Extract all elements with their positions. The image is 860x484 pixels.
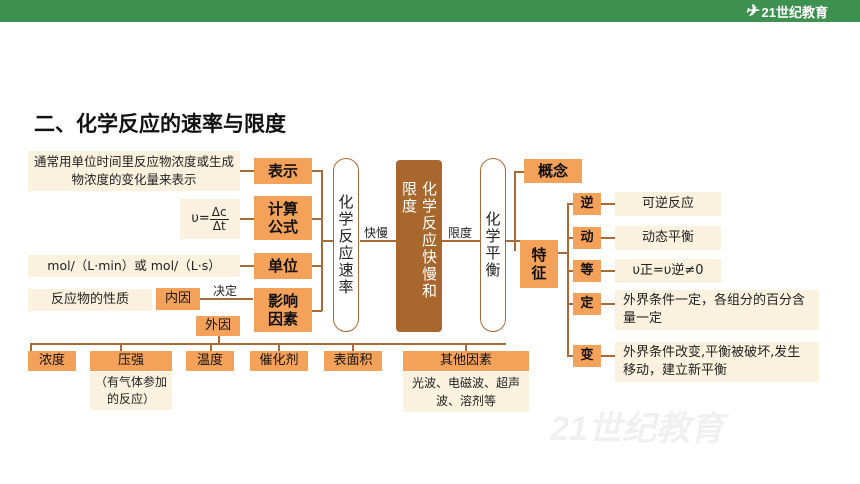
connector [30, 343, 506, 345]
connector [601, 203, 615, 205]
unit-text: mol/（L·min）或 mol/（L·s） [28, 255, 240, 277]
label-concept: 概念 [524, 159, 582, 183]
feature-dong-desc: 动态平衡 [615, 226, 721, 250]
connector [465, 343, 467, 351]
rate-node-text: 化学反应速率 [336, 194, 355, 296]
factor-pressure: 压强 [90, 351, 172, 371]
connector [567, 270, 573, 272]
connector [558, 252, 568, 254]
center-node-text: 化学反应快慢和限度 [400, 181, 438, 300]
connector [120, 343, 122, 351]
connector [312, 170, 322, 172]
factor-pressure-note: （有气体参加的反应） [90, 372, 172, 410]
connector [601, 270, 615, 272]
arrow-left [360, 240, 396, 242]
definition-text: 通常用单位时间里反应物浓度或生成物浓度的变化量来表示 [28, 151, 240, 191]
equilibrium-node-text: 化学平衡 [483, 211, 502, 279]
feature-bian: 变 [573, 345, 601, 367]
watermark-logo-icon: 21世纪教育 [549, 410, 729, 448]
connector [601, 355, 615, 357]
arrow-label-right: 限度 [448, 226, 473, 240]
arrow-label-left: 快慢 [364, 226, 389, 240]
feature-ding-desc: 外界条件一定，各组分的百分含量一定 [615, 290, 819, 330]
connector [506, 240, 520, 242]
connector [567, 303, 573, 305]
feature-deng: 等 [573, 260, 601, 282]
connector [240, 170, 254, 172]
connector [567, 203, 573, 205]
formula-denominator: Δt [212, 218, 226, 233]
feature-bian-desc: 外界条件改变,平衡被破坏,发生移动，建立新平衡 [615, 342, 819, 382]
label-unit: 单位 [254, 253, 312, 279]
factor-surface-area: 表面积 [324, 351, 382, 371]
formula-fraction: Δc Δt [209, 204, 229, 233]
connector [567, 203, 569, 355]
connector [567, 355, 573, 357]
label-biaoshi: 表示 [254, 158, 312, 184]
logo-text: 21世纪教育 [761, 4, 828, 20]
connector [278, 343, 280, 351]
arrow-right [442, 240, 480, 242]
center-node: 化学反应快慢和限度 [396, 160, 442, 332]
top-bar: ✈ 21世纪教育 [0, 0, 860, 22]
connector [514, 171, 516, 251]
factor-concentration: 浓度 [28, 351, 76, 371]
equilibrium-node: 化学平衡 [480, 158, 506, 332]
factor-catalyst: 催化剂 [250, 351, 308, 371]
connector [567, 237, 573, 239]
feature-dong: 动 [573, 227, 601, 249]
connector [30, 343, 32, 351]
label-feature: 特征 [520, 240, 558, 288]
connector [218, 331, 220, 343]
connector [321, 240, 333, 242]
svg-text:21世纪教育: 21世纪教育 [549, 410, 729, 448]
label-factors: 影响因素 [254, 288, 312, 332]
inner-factor-desc: 反应物的性质 [28, 289, 152, 311]
formula-box: υ= Δc Δt [180, 199, 240, 239]
brand-logo: ✈ 21世纪教育 [745, 1, 828, 21]
feature-ni-desc: 可逆反应 [615, 192, 721, 216]
runner-icon: ✈ [745, 3, 759, 20]
formula-v: υ= [191, 211, 210, 226]
connector [312, 265, 322, 267]
factor-other-note: 光波、电磁波、超声波、溶剂等 [403, 372, 529, 412]
connector [240, 265, 254, 267]
feature-ni: 逆 [573, 193, 601, 215]
connector [210, 343, 212, 351]
outer-factor-label: 外因 [196, 316, 240, 336]
connector [601, 303, 615, 305]
formula-numerator: Δc [209, 204, 229, 220]
rate-node: 化学反应速率 [333, 158, 359, 332]
connector [601, 237, 615, 239]
factor-other: 其他因素 [403, 351, 529, 371]
feature-ding: 定 [573, 293, 601, 315]
decide-label: 决定 [213, 284, 238, 298]
connector [312, 310, 322, 312]
inner-factor-label: 内因 [156, 288, 200, 310]
connector [514, 171, 524, 173]
page-title: 二、化学反应的速率与限度 [34, 112, 286, 136]
connector [240, 218, 254, 220]
feature-deng-desc: υ正=υ逆≠0 [615, 259, 721, 283]
connector [193, 298, 253, 300]
factor-temperature: 温度 [186, 351, 234, 371]
label-formula: 计算公式 [254, 196, 312, 240]
connector [312, 218, 322, 220]
connector [352, 343, 354, 351]
